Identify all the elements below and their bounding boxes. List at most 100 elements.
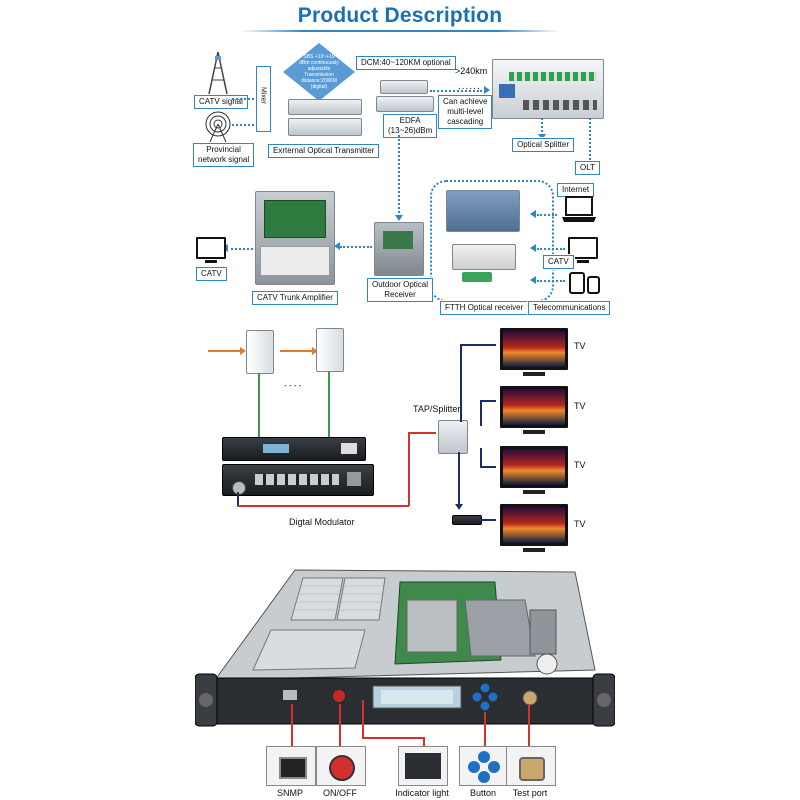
green-cable-1 [258, 373, 260, 439]
callout-onoff [339, 704, 341, 746]
trunk-amplifier-label: CATV Trunk Amplifier [252, 291, 338, 305]
amp-to-tv-line [226, 248, 253, 250]
receiver-to-amp-line [340, 246, 372, 248]
satellite-receiver-1 [246, 330, 274, 374]
catv-trunk-amplifier [255, 191, 335, 285]
page-title: Product Description [297, 4, 503, 27]
catv-right-label: CATV [543, 255, 574, 269]
red-line-h1 [237, 505, 409, 507]
ftth-receiver-white [452, 244, 516, 270]
dots-decor: ...... [458, 81, 481, 92]
antenna-icon [205, 111, 231, 142]
callout-indicator-v2 [423, 737, 425, 746]
mixer-box [256, 66, 271, 132]
rf-output-port [232, 481, 246, 495]
satellite-receiver-2 [316, 328, 344, 372]
distance-label: >240km [455, 66, 488, 76]
callout-indicator-h [362, 737, 424, 739]
tv-label-1: TV [574, 341, 586, 351]
cascade-label: Can achieve multi-level cascading [438, 95, 493, 129]
olt-label: OLT [575, 161, 600, 175]
callout-test [528, 704, 530, 746]
callout-indicator-v [362, 700, 364, 738]
ext-transmitter-label: Exrternal Optical Transmitter [268, 144, 380, 158]
antenna-to-mixer-line [232, 124, 254, 126]
tap-splitter-label: TAP/Splitter [413, 404, 461, 414]
title-underline [240, 30, 560, 32]
button-label: Button [469, 788, 497, 798]
tv-label-4: TV [574, 519, 586, 529]
red-line-h2 [408, 432, 436, 434]
dashes-decor: - - - - [284, 381, 302, 390]
navy-h1 [460, 344, 496, 346]
optical-transmitter-2 [288, 118, 362, 136]
laptop-icon [562, 196, 596, 222]
navy-v4 [458, 452, 460, 504]
green-cable-2 [328, 371, 330, 439]
catv-line [537, 248, 565, 250]
onoff-inset [316, 746, 366, 786]
dvb-encoder [222, 437, 366, 461]
dcm-label: DCM:40~120KM optional [356, 56, 456, 70]
snmp-inset [266, 746, 316, 786]
input-arrow-line-2 [280, 350, 314, 352]
onoff-label: ON/OFF [323, 788, 357, 798]
navy-v3 [480, 448, 482, 466]
arrow-catv [530, 244, 536, 252]
tv-4 [500, 504, 568, 552]
snmp-label: SNMP [276, 788, 303, 798]
olt-line [589, 118, 591, 160]
ftth-receiver-blue [446, 190, 520, 232]
modulator-label: Digtal Modulator [289, 517, 355, 527]
arrow-to-receiver [395, 215, 403, 221]
navy-v1 [460, 344, 462, 422]
navy-h4 [480, 519, 496, 521]
settop-box [452, 515, 482, 525]
tower-icon [208, 51, 228, 94]
digital-modulator [222, 464, 374, 496]
input-arrow-head-2 [312, 347, 318, 355]
optical-splitter-label: Optical Splitter [512, 138, 575, 152]
tv-monitor-icon [568, 237, 598, 263]
transmitter-chassis [195, 569, 615, 727]
edfa-to-cascade-line [430, 90, 482, 92]
navy-v2 [480, 400, 482, 426]
tv-3 [500, 446, 568, 494]
tv-1 [500, 328, 568, 376]
sbs-text: SBS +13~+19 dBm continuously adjustable … [299, 54, 339, 90]
navy-arrow-down [455, 504, 463, 510]
telecom-line [537, 280, 565, 282]
arrow-to-amp [334, 242, 340, 250]
arrow-internet [530, 210, 536, 218]
provincial-signal-label: Provincial network signal [193, 143, 255, 167]
catv-left-label: CATV [196, 267, 227, 281]
arrow-to-olt [484, 86, 490, 94]
red-line-v [408, 432, 410, 506]
tv-label-3: TV [574, 460, 586, 470]
navy-h2 [480, 400, 496, 402]
mixer-label: Mixer [259, 86, 267, 105]
ftth-label: FTTH Optical receiver [440, 301, 529, 315]
phone-tablet-icon [569, 272, 600, 294]
callout-button [484, 712, 486, 746]
callout-snmp [291, 704, 293, 746]
input-arrow-line-1 [208, 350, 242, 352]
tower-to-mixer-line [232, 98, 254, 100]
indicator-inset [398, 746, 448, 786]
modulator-feed-line [237, 492, 239, 506]
indicator-label: Indicator light [395, 788, 449, 798]
edfa-device [376, 96, 434, 112]
tap-splitter-device [438, 420, 468, 454]
tv-label-2: TV [574, 401, 586, 411]
navy-h3 [480, 466, 496, 468]
optical-transmitter-1 [288, 99, 362, 115]
arrow-telecom [530, 276, 536, 284]
tx-to-receiver-line [398, 135, 400, 217]
tv-2 [500, 386, 568, 434]
dcm-device [380, 80, 428, 94]
internet-line [537, 214, 557, 216]
test-port-label: Test port [512, 788, 548, 798]
olt-to-splitter-line [541, 118, 543, 136]
button-inset [459, 746, 509, 786]
outdoor-receiver [374, 222, 424, 276]
